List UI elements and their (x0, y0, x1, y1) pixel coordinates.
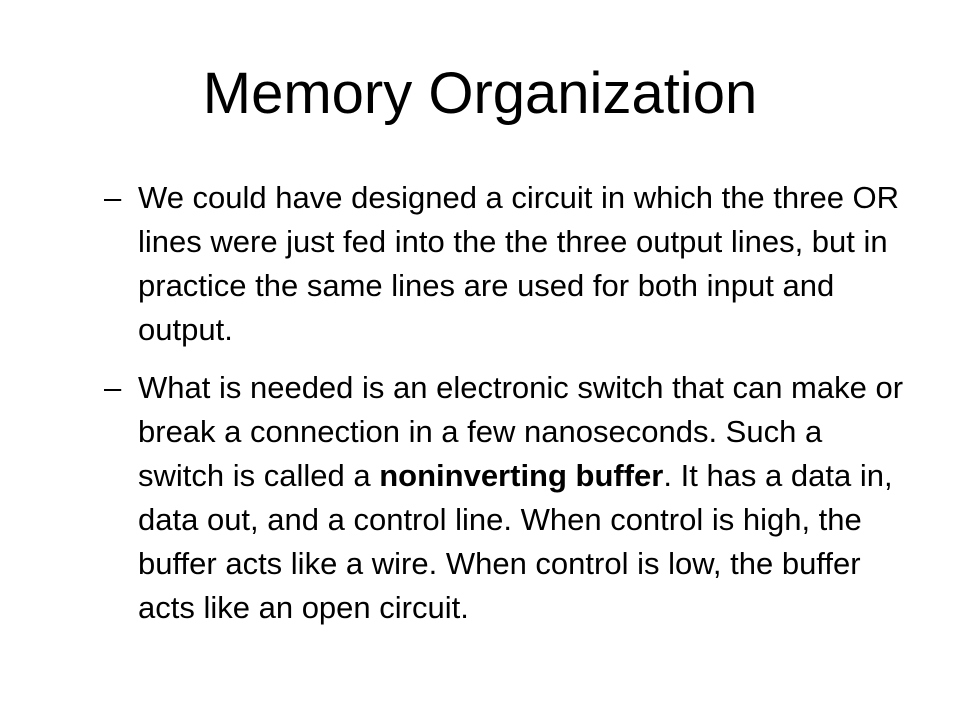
bold-term-noninverting-buffer: noninverting buffer (379, 458, 664, 493)
bullet-marker: – (104, 180, 122, 215)
bullet-item-1: – We could have designed a circuit in wh… (100, 176, 906, 352)
bullet-marker: – (104, 370, 122, 405)
bullet-text-before: What is needed is an electronic switch t… (138, 370, 904, 493)
bullet-text: We could have designed a circuit in whic… (138, 180, 900, 347)
bullet-list: – We could have designed a circuit in wh… (100, 176, 906, 644)
bullet-text-after: . It has a data in, data out, and a cont… (138, 458, 893, 625)
slide-title: Memory Organization (202, 61, 758, 126)
bullet-item-2: – What is needed is an electronic switch… (100, 366, 906, 630)
